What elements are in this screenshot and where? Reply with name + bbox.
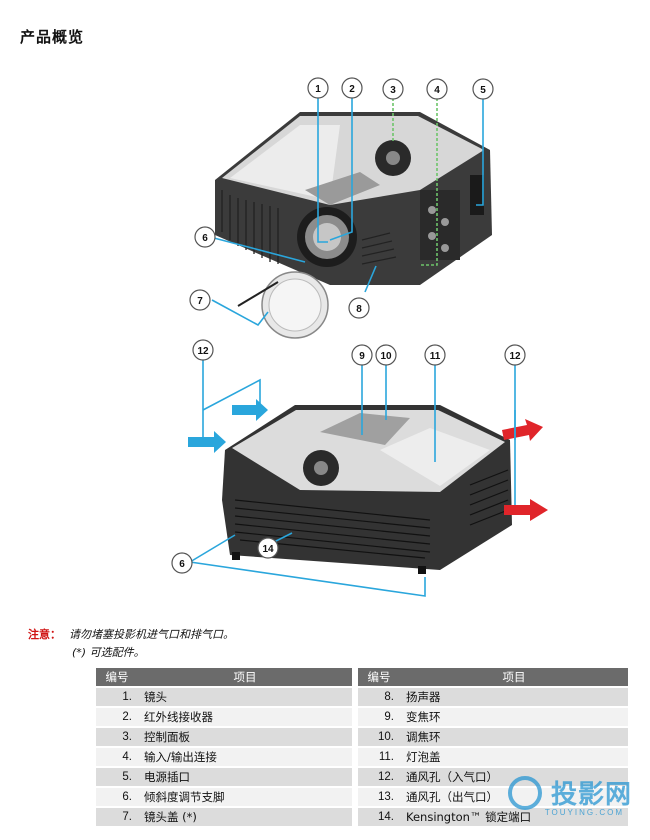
lens-cap-illustration: [237, 271, 329, 339]
table-row: 10.调焦环: [358, 726, 628, 747]
parts-table-right: 编号 项目 8.扬声器 9.变焦环 10.调焦环 11.灯泡盖 12.通风孔（入…: [358, 668, 628, 826]
svg-text:11: 11: [430, 351, 441, 362]
svg-text:10: 10: [380, 351, 392, 362]
table-row: 5.电源插口: [96, 766, 352, 787]
callout-8: 8: [348, 297, 370, 319]
callout-10: 10: [375, 344, 397, 366]
row-num: 9.: [358, 706, 400, 727]
row-item: 输入/输出连接: [138, 746, 352, 767]
callout-1: 1: [307, 77, 329, 99]
svg-text:3: 3: [390, 85, 396, 96]
leader-lines-top: [211, 97, 484, 327]
svg-text:2: 2: [349, 84, 355, 95]
table-row: 3.控制面板: [96, 726, 352, 747]
callout-2: 2: [341, 77, 363, 99]
row-item: 通风孔（入气口）: [400, 766, 628, 787]
svg-text:4: 4: [434, 85, 440, 96]
callout-14: 14: [257, 537, 279, 559]
table-row: 12.通风孔（入气口）: [358, 766, 628, 787]
callout-3: 3: [382, 78, 404, 100]
header-item: 项目: [400, 668, 628, 687]
projector-front-view: [215, 112, 492, 285]
table-row: 7.镜头盖 (*): [96, 806, 352, 826]
row-item: 倾斜度调节支脚: [138, 786, 352, 807]
svg-text:5: 5: [480, 85, 486, 96]
table-row: 2.红外线接收器: [96, 706, 352, 727]
watermark-logo-icon: [508, 776, 542, 810]
airflow-arrows: [188, 399, 548, 521]
svg-text:9: 9: [359, 351, 365, 362]
row-item: 灯泡盖: [400, 746, 628, 767]
row-num: 14.: [358, 806, 400, 826]
watermark-subtext: TOUYING.COM: [544, 808, 624, 817]
row-num: 5.: [96, 766, 138, 787]
table-row: 9.变焦环: [358, 706, 628, 727]
table-row: 14.Kensington™ 锁定端口: [358, 806, 628, 826]
row-num: 3.: [96, 726, 138, 747]
note-line-2: (*) 可选配件。: [72, 646, 145, 659]
callout-11: 11: [424, 344, 446, 366]
note-line-1: 请勿堵塞投影机进气口和排气口。: [69, 628, 234, 641]
note-label: 注意：: [28, 628, 61, 641]
row-item: 调焦环: [400, 726, 628, 747]
table-row: 4.输入/输出连接: [96, 746, 352, 767]
callout-4: 4: [426, 78, 448, 100]
svg-text:8: 8: [356, 304, 362, 315]
callout-7: 7: [189, 289, 211, 311]
page-title: 产品概览: [20, 28, 85, 46]
watermark-text: 投影网: [550, 780, 632, 810]
note-block: 注意： 请勿堵塞投影机进气口和排气口。 (*) 可选配件。: [28, 626, 234, 659]
projector-rear-view: [222, 405, 512, 574]
row-num: 1.: [96, 686, 138, 707]
table-row: 1.镜头: [96, 686, 352, 707]
row-num: 6.: [96, 786, 138, 807]
svg-text:12: 12: [509, 351, 521, 362]
table-header-row: 编号 项目: [96, 668, 352, 687]
callout-5: 5: [472, 78, 494, 100]
product-figure: 1 2 3 4 5 6 7 8 12 9 10 11 12 6 14: [171, 77, 548, 597]
row-item: 红外线接收器: [138, 706, 352, 727]
row-num: 10.: [358, 726, 400, 747]
row-num: 13.: [358, 786, 400, 807]
svg-text:7: 7: [197, 296, 203, 307]
table-row: 11.灯泡盖: [358, 746, 628, 767]
callout-12-right: 12: [504, 344, 526, 366]
row-num: 4.: [96, 746, 138, 767]
row-item: 变焦环: [400, 706, 628, 727]
callout-6: 6: [194, 226, 216, 248]
svg-text:1: 1: [315, 84, 321, 95]
row-item: 控制面板: [138, 726, 352, 747]
svg-text:6: 6: [179, 559, 185, 570]
row-item: 镜头盖 (*): [138, 806, 352, 826]
row-num: 2.: [96, 706, 138, 727]
leader-lines-bottom: [189, 360, 516, 597]
header-num: 编号: [358, 668, 400, 687]
row-num: 12.: [358, 766, 400, 787]
row-item: 扬声器: [400, 686, 628, 707]
row-item: 镜头: [138, 686, 352, 707]
callout-9: 9: [351, 344, 373, 366]
callout-6-bottom: 6: [171, 552, 193, 574]
row-num: 8.: [358, 686, 400, 707]
row-item: 电源插口: [138, 766, 352, 787]
header-num: 编号: [96, 668, 138, 687]
parts-table-left: 编号 项目 1.镜头 2.红外线接收器 3.控制面板 4.输入/输出连接 5.电…: [96, 668, 352, 826]
header-item: 项目: [138, 668, 352, 687]
callout-12-left: 12: [192, 339, 214, 361]
row-num: 7.: [96, 806, 138, 826]
table-row: 6.倾斜度调节支脚: [96, 786, 352, 807]
svg-text:6: 6: [202, 233, 208, 244]
table-row: 8.扬声器: [358, 686, 628, 707]
row-num: 11.: [358, 746, 400, 767]
row-item: Kensington™ 锁定端口: [400, 806, 628, 826]
svg-text:12: 12: [197, 346, 209, 357]
svg-text:14: 14: [262, 544, 274, 555]
table-header-row: 编号 项目: [358, 668, 628, 687]
